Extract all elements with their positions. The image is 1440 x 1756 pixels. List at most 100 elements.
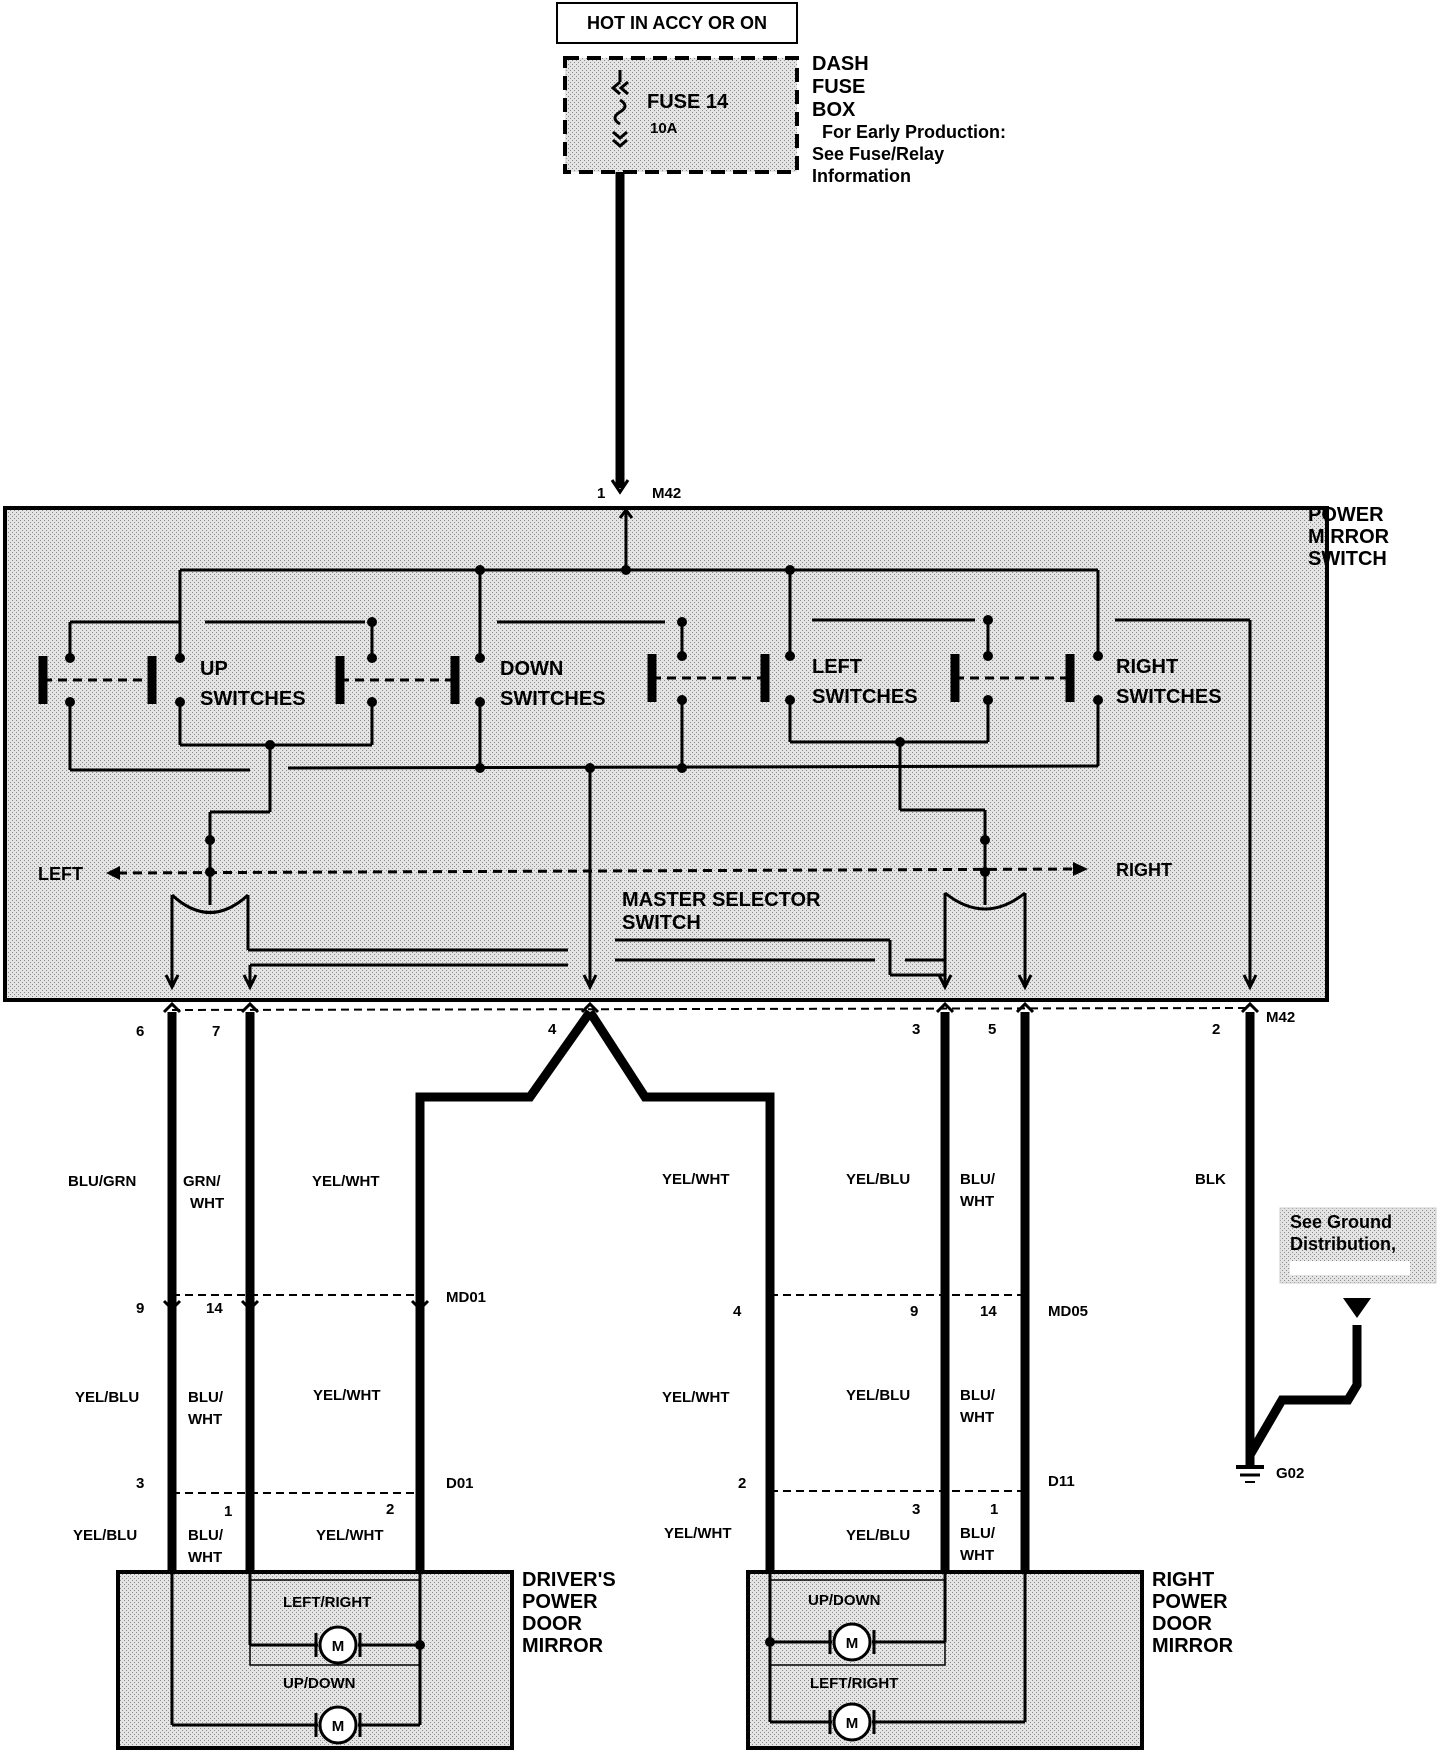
driver-up-down-motor-icon: M	[314, 1705, 362, 1745]
power-source-box: HOT IN ACCY OR ON	[556, 2, 798, 44]
switch-label-3: SWITCH	[1308, 548, 1387, 570]
power-source-label: HOT IN ACCY OR ON	[587, 13, 767, 33]
wire-colors-middle: YEL/BLU BLU/ WHT YEL/WHT YEL/WHT YEL/BLU…	[75, 1387, 996, 1428]
md05-label: MD05	[1048, 1303, 1088, 1320]
wire-color-grn-wht-2: WHT	[190, 1195, 224, 1212]
wire-color-mid-yel-wht-left: YEL/WHT	[313, 1387, 381, 1404]
left-switches-label-2: SWITCHES	[812, 686, 918, 708]
fuse-box-label-3: BOX	[812, 99, 856, 121]
ground-section: See Ground Distribution, G02	[1236, 1207, 1437, 1483]
right-mirror-label-2: POWER	[1152, 1591, 1228, 1613]
pin-1-label: 1	[597, 485, 605, 502]
fuse-rating: 10A	[650, 120, 678, 137]
left-switches: LEFT SWITCHES	[647, 617, 918, 768]
down-switches: DOWN SWITCHES	[180, 617, 606, 768]
dash-fuse-box: FUSE 14 10A DASH FUSE BOX For Early Prod…	[563, 53, 1006, 186]
right-mirror-label-3: DOOR	[1152, 1613, 1213, 1635]
wire-color-mid-blu-wht-left-1: BLU/	[188, 1389, 224, 1406]
fuse-contact-icon	[610, 80, 629, 96]
driver-left-right-motor-icon: M	[314, 1625, 362, 1665]
md01-pin-14: 14	[206, 1300, 223, 1317]
m42-pin-2: 2	[1212, 1021, 1220, 1038]
m42-pin-5: 5	[988, 1021, 996, 1038]
md01-label: MD01	[446, 1289, 486, 1306]
driver-motor-bottom-label: UP/DOWN	[283, 1675, 356, 1692]
left-selector-contact	[170, 893, 250, 914]
wire-color-low-yel-wht-left: YEL/WHT	[316, 1527, 384, 1544]
connector-m42-top-label: M42	[652, 485, 681, 502]
fuse-note-2: See Fuse/Relay	[812, 144, 944, 164]
wire-color-mid-blu-wht-right-1: BLU/	[960, 1387, 996, 1404]
wire-color-low-blu-wht-right-2: WHT	[960, 1547, 994, 1564]
ground-name: G02	[1276, 1465, 1304, 1482]
right-power-door-mirror: RIGHT POWER DOOR MIRROR UP/DOWN M LEFT/R…	[746, 1569, 1234, 1750]
m42-pin-4: 4	[548, 1021, 557, 1038]
driver-mirror-label-2: POWER	[522, 1591, 598, 1613]
right-selector-contact	[944, 891, 1026, 911]
fuse-note-3: Information	[812, 166, 911, 186]
wire-color-low-yel-blu-left: YEL/BLU	[73, 1527, 137, 1544]
wire-color-mid-yel-blu-right: YEL/BLU	[846, 1387, 910, 1404]
wire-color-mid-blu-wht-right-2: WHT	[960, 1409, 994, 1426]
wire-color-low-blu-wht-left-1: BLU/	[188, 1527, 224, 1544]
m42-bottom-label: M42	[1266, 1009, 1295, 1026]
down-switches-label-1: DOWN	[500, 658, 563, 680]
power-mirror-switch: POWER MIRROR SWITCH	[3, 504, 1390, 1002]
selector-label-2: SWITCH	[622, 912, 701, 934]
md05-pin-9: 9	[910, 1303, 918, 1320]
harness-wires	[162, 1001, 1362, 1572]
fuse-note-1: For Early Production:	[822, 122, 1006, 142]
right-switches-label-1: RIGHT	[1116, 656, 1178, 678]
driver-power-door-mirror: DRIVER'S POWER DOOR MIRROR LEFT/RIGHT M …	[116, 1569, 616, 1750]
driver-motor-top-label: LEFT/RIGHT	[283, 1594, 371, 1611]
wire-color-blk: BLK	[1195, 1171, 1226, 1188]
wire-color-low-blu-wht-left-2: WHT	[188, 1549, 222, 1566]
connector-md05: 4 9 14 MD05	[733, 1294, 1088, 1320]
md05-pin-4: 4	[733, 1303, 742, 1320]
driver-mirror-label-1: DRIVER'S	[522, 1569, 616, 1591]
wire-color-low-blu-wht-right-1: BLU/	[960, 1525, 996, 1542]
d01-pin-1: 1	[224, 1503, 232, 1520]
right-switches: RIGHT SWITCHES	[790, 615, 1222, 766]
fuse-element-icon	[613, 98, 627, 126]
right-up-down-motor-icon: M	[828, 1622, 876, 1662]
wire-color-blu-grn: BLU/GRN	[68, 1173, 136, 1190]
wire-color-low-yel-wht-right: YEL/WHT	[664, 1525, 732, 1542]
wire-color-mid-yel-blu-left: YEL/BLU	[75, 1389, 139, 1406]
driver-mirror-label-4: MIRROR	[522, 1635, 604, 1657]
right-left-right-motor-icon: M	[828, 1702, 876, 1742]
wire-colors-upper: BLU/GRN GRN/ WHT YEL/WHT YEL/WHT YEL/BLU…	[68, 1171, 1226, 1212]
ground-reference-icon	[1343, 1298, 1371, 1318]
md05-pin-14: 14	[980, 1303, 997, 1320]
up-switches-label-1: UP	[200, 658, 228, 680]
up-switches-label-2: SWITCHES	[200, 688, 306, 710]
d11-pin-2: 2	[738, 1475, 746, 1492]
down-switches-label-2: SWITCHES	[500, 688, 606, 710]
fuse-box-label-1: DASH	[812, 53, 869, 75]
up-switches: UP SWITCHES	[38, 622, 306, 770]
d11-pin-1: 1	[990, 1501, 998, 1518]
fuse-box-label-2: FUSE	[812, 76, 865, 98]
wire-color-blu-wht-2: WHT	[960, 1193, 994, 1210]
switch-label-1: POWER	[1308, 504, 1384, 526]
switch-label-2: MIRROR	[1308, 526, 1390, 548]
wire-color-yel-blu: YEL/BLU	[846, 1171, 910, 1188]
right-motor-bottom-symbol: M	[846, 1715, 859, 1732]
connector-d11: 2 3 1 D11	[738, 1473, 1075, 1518]
connector-m42: 6 7 4 3 5 2 M42	[136, 1007, 1295, 1040]
m42-pin-7: 7	[212, 1023, 220, 1040]
feed-wire: 1 M42	[597, 172, 681, 502]
driver-motor-bottom-symbol: M	[332, 1718, 345, 1735]
d01-label: D01	[446, 1475, 474, 1492]
wire-color-yel-wht-right: YEL/WHT	[662, 1171, 730, 1188]
wire-color-blu-wht-1: BLU/	[960, 1171, 996, 1188]
driver-mirror-label-3: DOOR	[522, 1613, 583, 1635]
right-motor-bottom-label: LEFT/RIGHT	[810, 1675, 898, 1692]
ground-note-1: See Ground	[1290, 1212, 1392, 1232]
d01-pin-3: 3	[136, 1475, 144, 1492]
wire-color-mid-blu-wht-left-2: WHT	[188, 1411, 222, 1428]
wire-color-yel-wht-left: YEL/WHT	[312, 1173, 380, 1190]
wire-color-mid-yel-wht-right: YEL/WHT	[662, 1389, 730, 1406]
left-switches-label-1: LEFT	[812, 656, 862, 678]
